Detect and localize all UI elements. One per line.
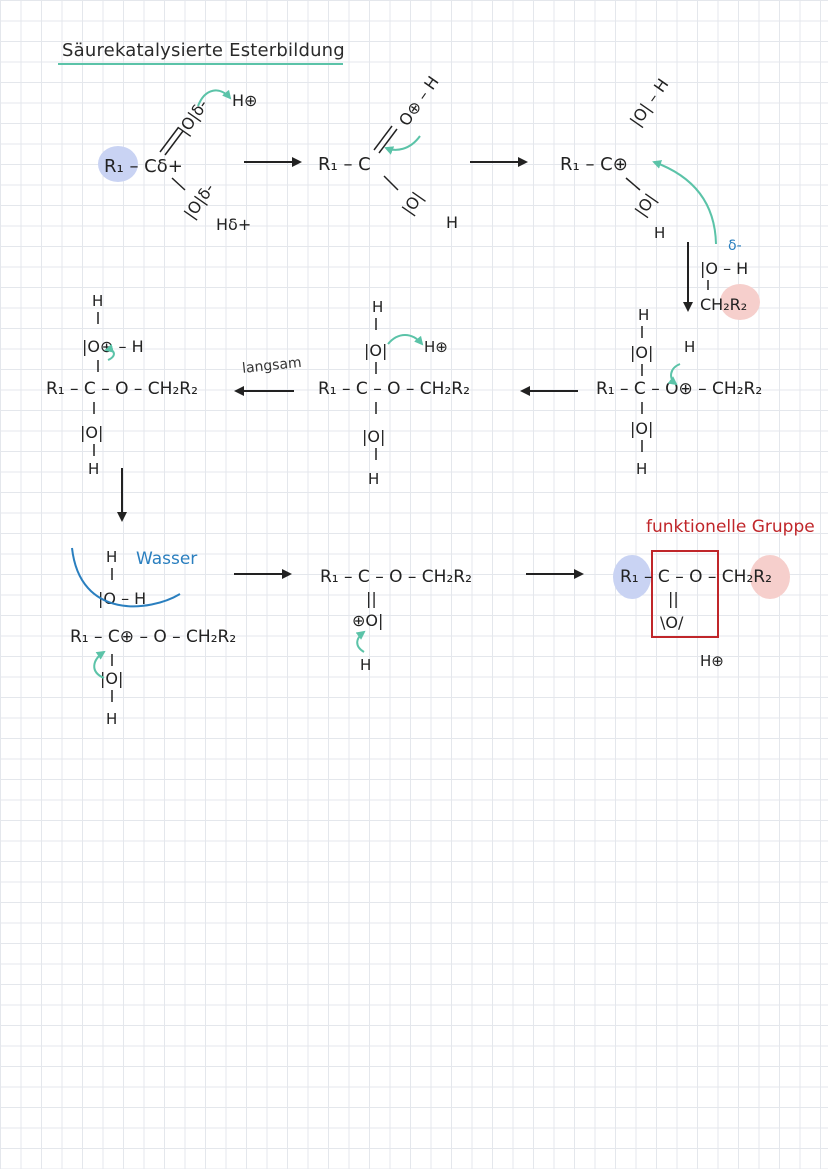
s5-bottom-h: H xyxy=(368,470,379,488)
step-7-water-leaving: H |O – H Wasser R₁ – C⊕ – O – CH₂R₂ |O| … xyxy=(70,547,236,728)
alc-ch2r2: CH₂R₂ xyxy=(700,295,747,314)
r1-highlight-product xyxy=(613,555,651,599)
s8-double-bond: || xyxy=(366,589,377,608)
s5-curved-arrow xyxy=(387,334,424,346)
s4-h-on-o: H xyxy=(684,338,695,356)
water-label: Wasser xyxy=(136,549,197,569)
s3-lower-o: |O| xyxy=(631,190,660,220)
s2-main: R₁ – C xyxy=(318,154,371,175)
s2-lower-o: |O| xyxy=(398,188,427,218)
s9-double-bond: || xyxy=(668,589,679,608)
s9-proton: H⊕ xyxy=(700,652,724,670)
s6-bottom-h: H xyxy=(88,460,99,478)
s6-top-o: |O⊕ – H xyxy=(82,337,144,356)
s9-main: R₁ – C – O – CH₂R₂ xyxy=(620,567,772,587)
s8-o: ⊕O| xyxy=(352,611,383,630)
s9-o: \O/ xyxy=(660,613,684,632)
s8-curved-arrow xyxy=(355,630,366,653)
step-5-tetrahedral: H |O| H⊕ R₁ – C – O – CH₂R₂ |O| H xyxy=(318,298,470,488)
alcohol-nucleophile: δ- |O – H CH₂R₂ xyxy=(652,160,748,314)
s4-bottom-h: H xyxy=(636,460,647,478)
water-boundary-curve xyxy=(71,547,181,608)
s5-bottom-o: |O| xyxy=(362,427,385,446)
step-8-protonated-ester: R₁ – C – O – CH₂R₂ || ⊕O| H xyxy=(320,567,472,674)
s3-attack-arrow xyxy=(652,160,717,245)
s5-main: R₁ – C – O – CH₂R₂ xyxy=(318,379,470,399)
s8-h: H xyxy=(360,656,371,674)
slow-label: langsam xyxy=(241,355,302,377)
s2-h: H xyxy=(446,213,458,232)
s6-curved-arrow xyxy=(104,343,115,361)
s4-main: R₁ – C – O⊕ – CH₂R₂ xyxy=(596,379,762,399)
s5-proton: H⊕ xyxy=(424,338,448,356)
s2-curved-arrow xyxy=(384,135,421,155)
r1-highlight xyxy=(98,146,138,182)
s4-top-o: |O| xyxy=(630,343,653,362)
s7-main: R₁ – C⊕ – O – CH₂R₂ xyxy=(70,627,236,647)
step-6-protonated-oh: H |O⊕ – H R₁ – C – O – CH₂R₂ |O| H xyxy=(46,292,198,478)
r2-highlight xyxy=(720,284,760,320)
alc-delta: δ- xyxy=(728,238,742,254)
s7-bottom-h: H xyxy=(106,710,117,728)
s5-top-o: |O| xyxy=(364,341,387,360)
s7-bottom-o: |O| xyxy=(100,669,123,688)
s7-curved-arrow xyxy=(93,650,106,679)
r2-highlight-product xyxy=(750,555,790,599)
s1-curved-arrow xyxy=(197,89,232,107)
s1-proton: H⊕ xyxy=(232,91,257,110)
s6-top-h: H xyxy=(92,292,103,310)
s1-lower-o: |O|δ- xyxy=(180,180,218,223)
s2-top-o: O⊕ – H xyxy=(395,73,443,130)
s7-top-h: H xyxy=(106,548,117,566)
functional-group-box xyxy=(651,550,719,638)
alc-oh: |O – H xyxy=(700,259,748,278)
step-2-protonated-carbonyl: O⊕ – H R₁ – C |O| H xyxy=(318,73,458,232)
s1-top-o: |O|δ- xyxy=(174,96,212,139)
s4-bottom-o: |O| xyxy=(630,419,653,438)
s3-top-o: |O| – H xyxy=(626,75,672,130)
title-underline xyxy=(58,63,343,65)
step-3-carbocation: |O| – H R₁ – C⊕ |O| H xyxy=(560,75,672,242)
s1-main: R₁ – Cδ+ xyxy=(104,156,183,177)
s5-top-h: H xyxy=(372,298,383,316)
s1-h: Hδ+ xyxy=(216,215,251,234)
page-title: Säurekatalysierte Esterbildung xyxy=(62,40,345,61)
functional-group-label: funktionelle Gruppe xyxy=(646,517,815,537)
s6-main: R₁ – C – O – CH₂R₂ xyxy=(46,379,198,399)
step-4-oxonium: H |O| H R₁ – C – O⊕ – CH₂R₂ |O| H xyxy=(596,306,762,478)
s3-main: R₁ – C⊕ xyxy=(560,154,628,175)
step-1-carboxylic-acid: |O|δ- R₁ – Cδ+ |O|δ- Hδ+ H⊕ xyxy=(104,89,257,234)
step-9-ester-product: funktionelle Gruppe R₁ – C – O – CH₂R₂ |… xyxy=(620,517,815,670)
s6-bottom-o: |O| xyxy=(80,423,103,442)
s3-h: H xyxy=(654,224,665,242)
s4-curved-arrow xyxy=(667,363,681,386)
s4-top-h: H xyxy=(638,306,649,324)
s8-main: R₁ – C – O – CH₂R₂ xyxy=(320,567,472,587)
